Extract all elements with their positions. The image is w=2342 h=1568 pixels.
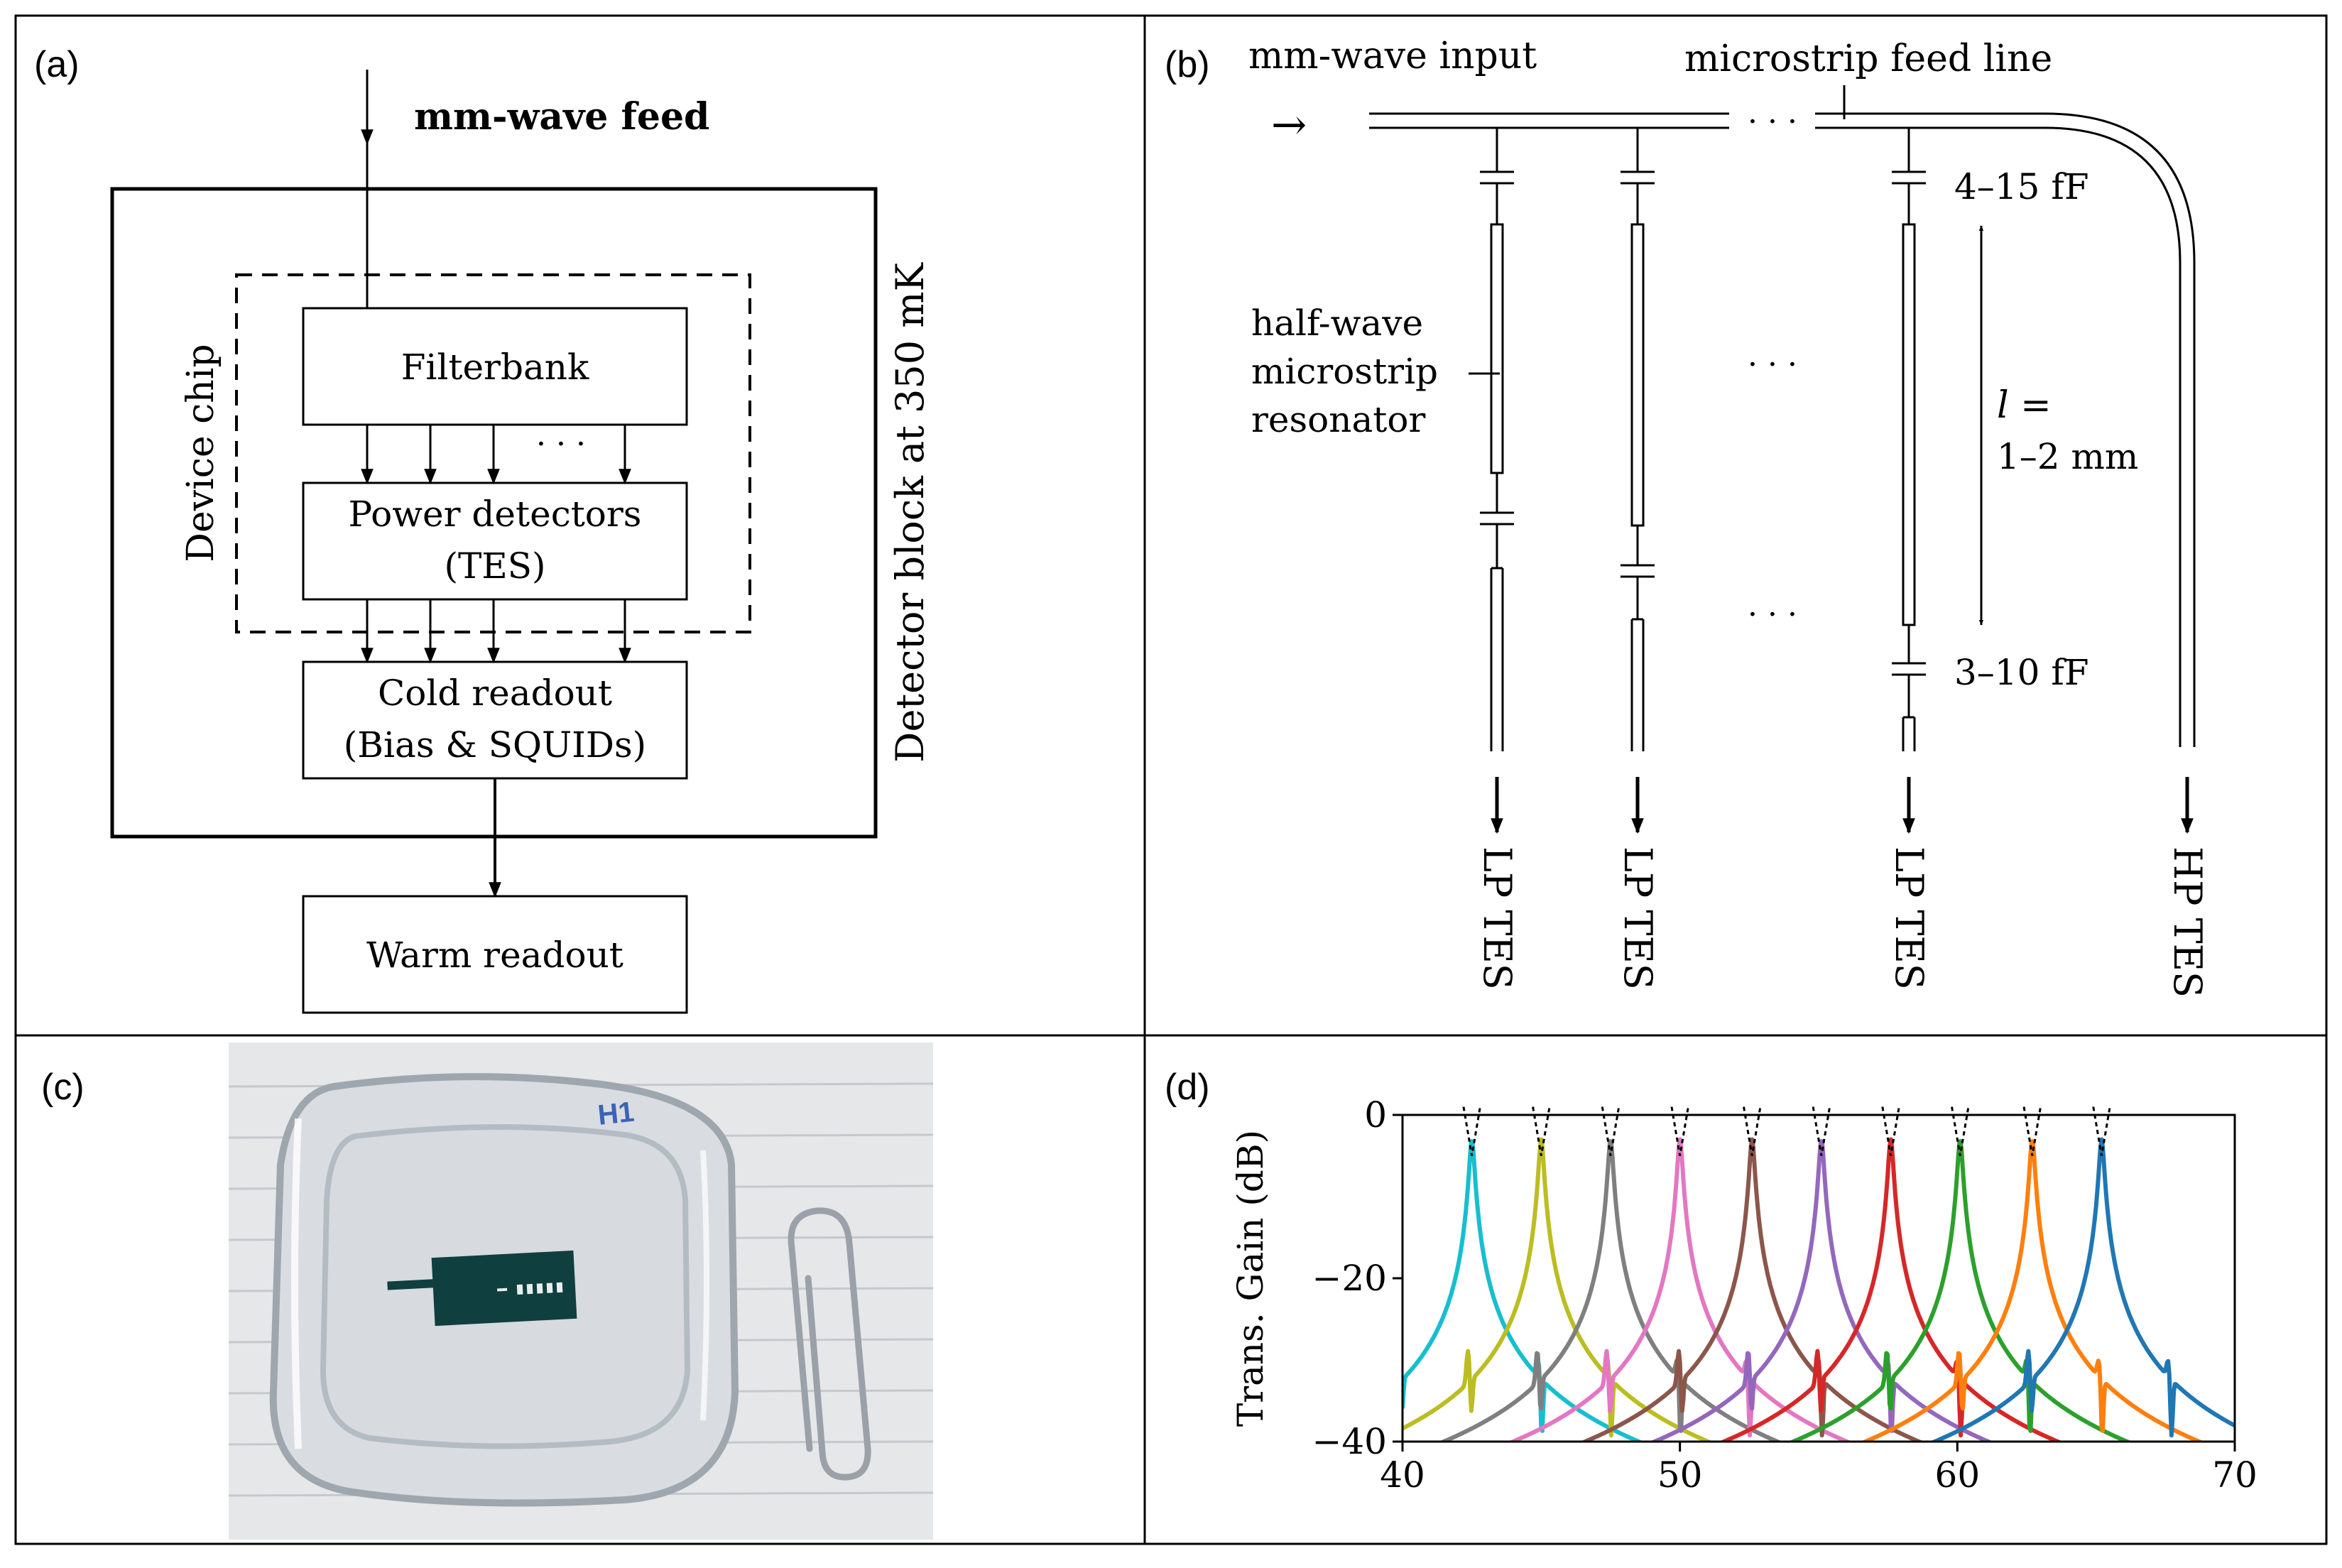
resonator-label-3: resonator	[1251, 399, 1425, 440]
detector-block-label: Detector block at 350 mK	[888, 262, 932, 763]
cap-bottom-label: 3–10 fF	[1954, 652, 2089, 693]
x-tick-label-1: 40	[1380, 1454, 1425, 1496]
x-tick-label-4: 70	[2212, 1454, 2257, 1496]
panel-b-label: (b)	[1165, 44, 1210, 85]
peak-marker-2	[1532, 1106, 1551, 1156]
series-line-8	[1787, 1139, 2133, 1442]
chip-photo: H1	[228, 1042, 934, 1540]
series-line-9	[1860, 1139, 2205, 1442]
series-line-10	[1929, 1137, 2235, 1442]
cold-readout-label-2: (Bias & SQUIDs)	[344, 724, 646, 766]
feed-label: mm-wave feed	[414, 95, 709, 138]
panel-c: (c) H1	[41, 1042, 934, 1540]
feedline-ellipsis: · · ·	[1748, 104, 1797, 140]
output-label-2: LP TES	[1616, 846, 1660, 990]
resonator-chain-1	[1480, 128, 1514, 751]
filterbank-dots: · · ·	[536, 426, 586, 462]
resonator-chain-2	[1621, 128, 1655, 751]
cold-readout-label-1: Cold readout	[378, 673, 612, 714]
panel-b: (b) mm-wave input → microstrip feed line…	[1165, 35, 2210, 998]
length-label-1: l =	[1997, 384, 2052, 427]
feedline-label: microstrip feed line	[1684, 38, 2052, 80]
peak-marker-5	[1743, 1106, 1762, 1156]
filterbank-label: Filterbank	[401, 347, 589, 388]
peak-marker-1	[1462, 1106, 1481, 1156]
output-label-4: HP TES	[2165, 846, 2210, 998]
warm-readout-box	[302, 895, 688, 1014]
input-label: mm-wave input	[1248, 35, 1537, 77]
y-axis-label: Trans. Gain (dB)	[1230, 1130, 1271, 1427]
panel-a-label: (a)	[34, 44, 80, 85]
x-tick-label-3: 60	[1935, 1454, 1981, 1496]
series-line-7	[1718, 1137, 2064, 1442]
peak-marker-9	[2022, 1106, 2042, 1156]
device-chip-label: Device chip	[180, 344, 222, 562]
detector-arrows	[361, 599, 631, 664]
output-label-1: LP TES	[1475, 846, 1520, 990]
middle-ellipsis-2: · · ·	[1748, 597, 1797, 633]
panel-grid	[14, 14, 2328, 1545]
middle-ellipsis-1: · · ·	[1748, 347, 1797, 383]
input-arrow: →	[1271, 100, 1307, 150]
series-line-3	[1438, 1139, 1783, 1442]
peak-marker-7	[1881, 1106, 1900, 1156]
box-marking: H1	[597, 1096, 636, 1131]
power-detectors-box	[302, 481, 688, 601]
peak-marker-3	[1601, 1106, 1621, 1156]
cap-top-label: 4–15 fF	[1954, 166, 2089, 207]
panel-c-label: (c)	[41, 1067, 85, 1108]
chip-feed-stub	[387, 1278, 439, 1290]
peak-marker-4	[1670, 1106, 1689, 1156]
resonator-label-1: half-wave	[1251, 303, 1423, 344]
output-arrows	[1491, 777, 2194, 834]
gain-chart: 40 50 60 70 0 −20 −40 Trans. Gain (dB)	[1230, 1094, 2257, 1496]
peak-marker-8	[1951, 1106, 1970, 1156]
x-tick-label-2: 50	[1657, 1454, 1703, 1496]
filterbank-arrows	[361, 425, 631, 485]
y-tick-label-1: 0	[1364, 1094, 1387, 1136]
series-line-2	[1403, 1137, 1714, 1442]
power-detectors-label-1: Power detectors	[349, 494, 642, 535]
length-label-2: 1–2 mm	[1997, 436, 2138, 477]
peak-marker-10	[2092, 1106, 2111, 1156]
resonator-chain-3	[1892, 128, 1926, 751]
panel-d: (d) 40 50 60 70 0 −20 −40 Trans. Gain (dB)	[1165, 1067, 2257, 1496]
curves	[1403, 1137, 2235, 1442]
y-tick-label-2: −20	[1312, 1258, 1387, 1299]
warm-readout-label: Warm readout	[366, 935, 623, 976]
filterbank-box	[302, 307, 688, 426]
output-label-3: LP TES	[1887, 846, 1932, 990]
panel-a: (a) mm-wave feed Detector block at 350 m…	[34, 44, 932, 1014]
feed-line-trace	[1369, 112, 2196, 747]
paper-clip	[788, 1207, 871, 1481]
resonator-label-2: microstrip	[1251, 351, 1438, 392]
y-tick-label-3: −40	[1312, 1421, 1387, 1462]
power-detectors-label-2: (TES)	[444, 545, 545, 587]
series-line-6	[1649, 1139, 1994, 1442]
panel-d-label: (d)	[1165, 1067, 1210, 1108]
peak-marker-6	[1812, 1106, 1831, 1156]
